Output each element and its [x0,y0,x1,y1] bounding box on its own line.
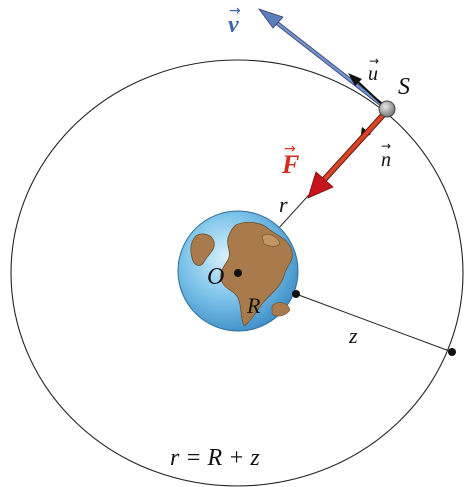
earth-surface-point [292,290,300,298]
label-v: v → [228,3,241,38]
label-n: n → [381,139,391,171]
equation-label: r = R + z [170,445,260,471]
radius-r-label: r [279,192,288,217]
unit-tangent-label: u [368,63,378,85]
velocity-vector-mark: → [229,3,241,19]
altitude-z-label: z [348,323,358,348]
unit-tangent-vector-mark: → [369,54,379,68]
center-o-label: O [207,264,224,290]
unit-normal-vector-mark: → [381,139,391,153]
label-f: F → [281,141,299,179]
velocity-label: v [228,12,239,38]
satellite-icon [378,100,396,118]
force-label: F [281,150,299,179]
force-vector-mark: → [284,141,296,157]
orbit-point [448,348,456,356]
force-arrow [307,111,387,199]
center-point-o [234,269,242,277]
altitude-line-z [295,293,453,353]
label-u: u → [368,54,379,85]
earth-radius-label: R [246,293,261,318]
unit-normal-label: n [381,149,391,171]
satellite-label: S [398,74,410,100]
velocity-arrow [257,8,389,111]
orbit-circle [10,59,464,487]
